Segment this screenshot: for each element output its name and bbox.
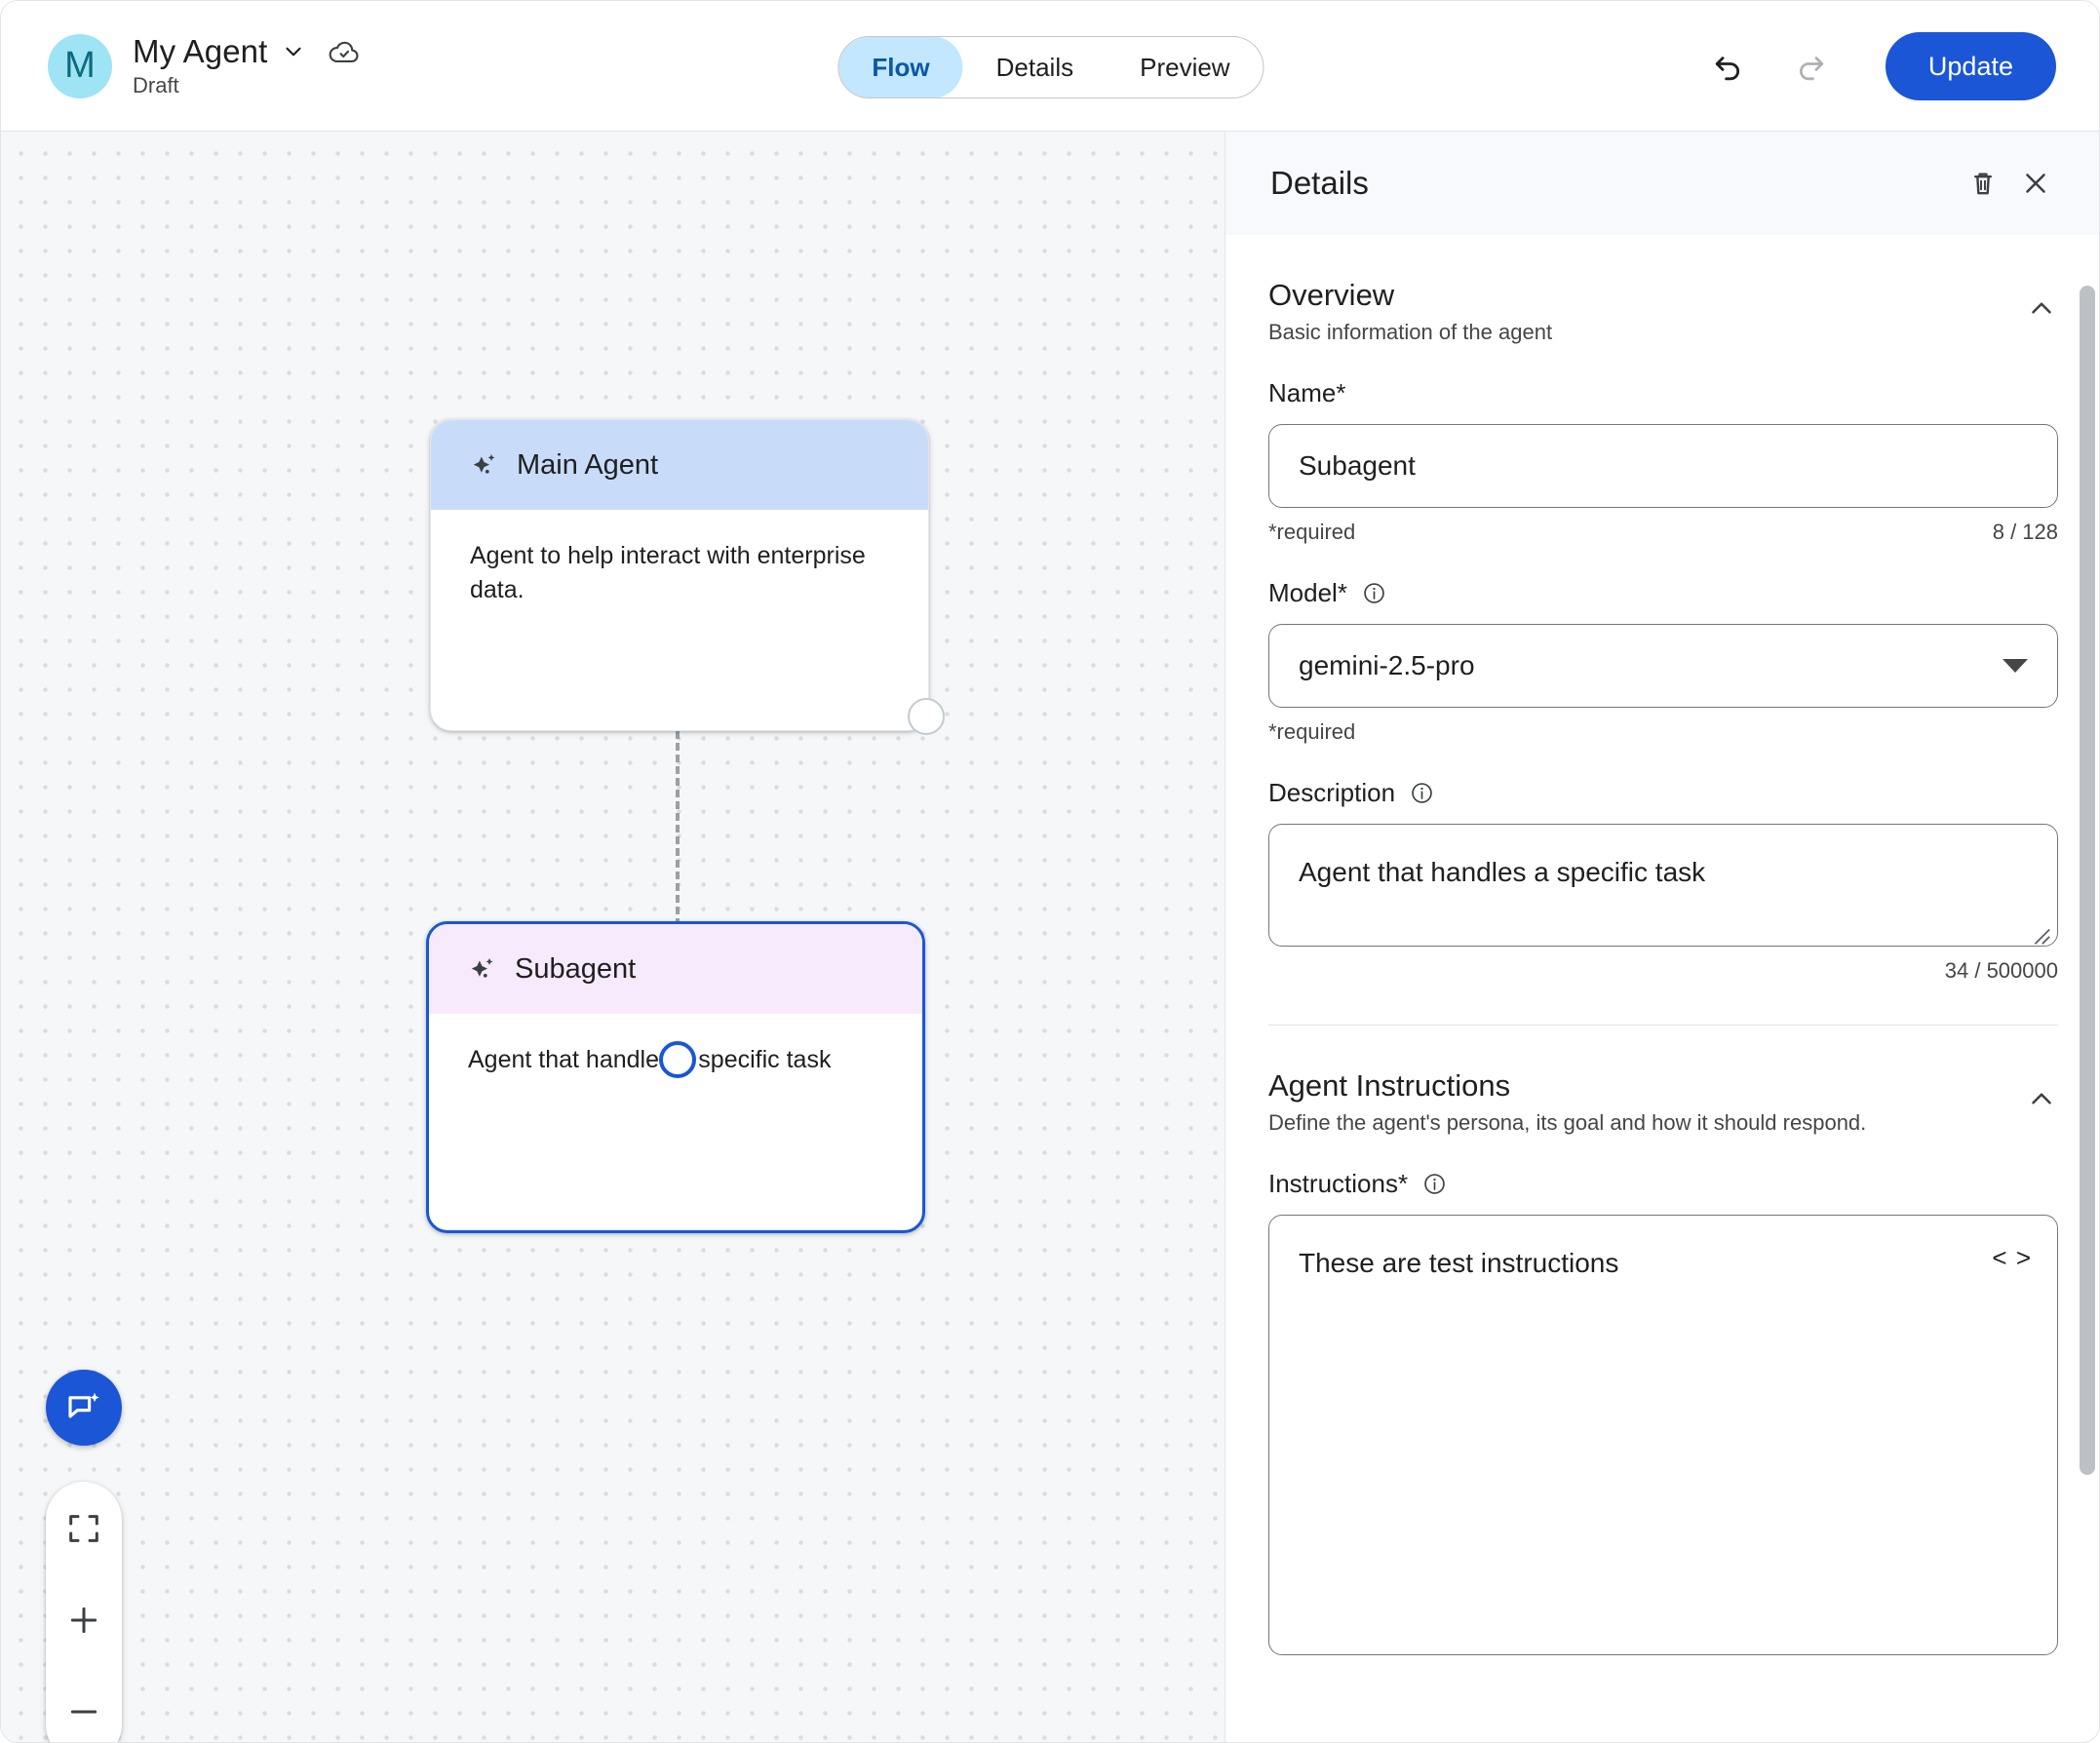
description-label: Description xyxy=(1268,778,1396,807)
resize-handle[interactable] xyxy=(2030,918,2051,945)
flow-node-output-port[interactable] xyxy=(908,698,945,735)
field-description: Description Agent that handles a specifi… xyxy=(1268,778,2058,984)
flow-node-title: Main Agent xyxy=(517,448,659,481)
section-title: Overview xyxy=(1268,278,1395,312)
close-icon[interactable] xyxy=(2009,157,2062,210)
zoom-out-icon[interactable] xyxy=(58,1686,109,1737)
avatar: M xyxy=(48,33,112,98)
trash-icon[interactable] xyxy=(1957,157,2009,210)
update-button[interactable]: Update xyxy=(1885,32,2056,100)
chevron-down-icon[interactable] xyxy=(281,39,306,64)
section-divider xyxy=(1268,1025,2058,1026)
agent-name-block: My Agent Draft xyxy=(133,33,361,98)
flow-node-description: Agent to help interact with enterprise d… xyxy=(470,542,866,603)
details-panel-scrollbar[interactable] xyxy=(2077,268,2098,1742)
agent-brand: M My Agent Draft xyxy=(48,33,361,98)
sparkle-icon xyxy=(468,954,497,984)
view-mode-tabs: Flow Details Preview xyxy=(837,36,1264,98)
section-subtitle: Define the agent's persona, its goal and… xyxy=(1268,1110,1867,1135)
tab-preview[interactable]: Preview xyxy=(1140,52,1230,82)
name-label: Name* xyxy=(1268,378,1346,407)
chat-sparkle-icon[interactable] xyxy=(46,1370,122,1446)
tab-details[interactable]: Details xyxy=(995,52,1074,82)
flow-edge-main-to-sub xyxy=(676,731,680,926)
section-overview-header: Overview Basic information of the agent xyxy=(1268,235,2058,345)
description-value: Agent that handles a specific task xyxy=(1299,857,1706,887)
info-icon[interactable] xyxy=(1409,780,1435,806)
name-required-hint: *required xyxy=(1268,520,1356,544)
field-name: Name* Subagent *required 8 / 128 xyxy=(1268,378,2058,545)
flow-node-description: Agent that handles a specific task xyxy=(468,1046,832,1073)
instructions-textarea[interactable]: These are test instructions < > xyxy=(1268,1215,2058,1655)
code-view-toggle[interactable]: < > xyxy=(1992,1243,2032,1272)
section-subtitle: Basic information of the agent xyxy=(1268,320,1553,344)
details-panel-title: Details xyxy=(1270,165,1369,201)
info-icon[interactable] xyxy=(1421,1171,1448,1197)
flow-node-header: Subagent xyxy=(429,924,922,1014)
model-select[interactable]: gemini-2.5-pro xyxy=(1268,624,2058,708)
name-counter: 8 / 128 xyxy=(1992,520,2058,544)
zoom-in-icon[interactable] xyxy=(58,1595,109,1646)
model-select-value: gemini-2.5-pro xyxy=(1299,650,1475,680)
flow-node-header: Main Agent xyxy=(431,420,928,510)
flow-node-input-port[interactable] xyxy=(659,1041,696,1078)
model-label: Model* xyxy=(1268,578,1347,607)
description-counter: 34 / 500000 xyxy=(1944,958,2058,983)
flow-node-subagent[interactable]: Subagent Agent that handles a specific t… xyxy=(426,921,925,1233)
flow-node-main-agent[interactable]: Main Agent Agent to help interact with e… xyxy=(430,419,929,731)
redo-icon[interactable] xyxy=(1784,39,1839,94)
field-model: Model* gemini-2.5-pro *required xyxy=(1268,578,2058,745)
caret-down-icon xyxy=(2003,659,2028,673)
canvas-zoom-controls xyxy=(46,1482,122,1742)
cloud-check-icon xyxy=(328,35,361,68)
section-agent-instructions-header: Agent Instructions Define the agent's pe… xyxy=(1268,1026,2058,1136)
section-title: Agent Instructions xyxy=(1268,1068,1511,1103)
description-textarea[interactable]: Agent that handles a specific task xyxy=(1268,824,2058,947)
undo-icon[interactable] xyxy=(1700,39,1755,94)
info-icon[interactable] xyxy=(1361,580,1387,606)
top-app-bar: M My Agent Draft Flo xyxy=(1,1,2099,132)
chevron-up-icon[interactable] xyxy=(2025,291,2058,325)
details-panel-body: Overview Basic information of the agent … xyxy=(1225,235,2099,1655)
chevron-up-icon[interactable] xyxy=(2025,1082,2058,1115)
status-badge: Draft xyxy=(133,73,179,97)
top-bar-actions: Update xyxy=(1700,1,2056,132)
tab-flow[interactable]: Flow xyxy=(838,37,963,97)
details-panel-header: Details xyxy=(1225,132,2099,235)
flow-node-title: Subagent xyxy=(515,952,637,985)
page-title: My Agent xyxy=(133,33,268,69)
flow-canvas[interactable]: Main Agent Agent to help interact with e… xyxy=(1,132,1225,1742)
name-input[interactable]: Subagent xyxy=(1268,424,2058,508)
details-panel: Details Overview Basic information of th… xyxy=(1225,132,2099,1742)
field-instructions: Instructions* These are test instruction… xyxy=(1268,1169,2058,1655)
instructions-label: Instructions* xyxy=(1268,1169,1409,1198)
instructions-value: These are test instructions xyxy=(1299,1248,1619,1278)
sparkle-icon xyxy=(470,450,499,480)
scrollbar-thumb[interactable] xyxy=(2080,286,2095,1475)
model-required-hint: *required xyxy=(1268,719,1356,744)
fit-to-screen-icon[interactable] xyxy=(58,1503,109,1554)
